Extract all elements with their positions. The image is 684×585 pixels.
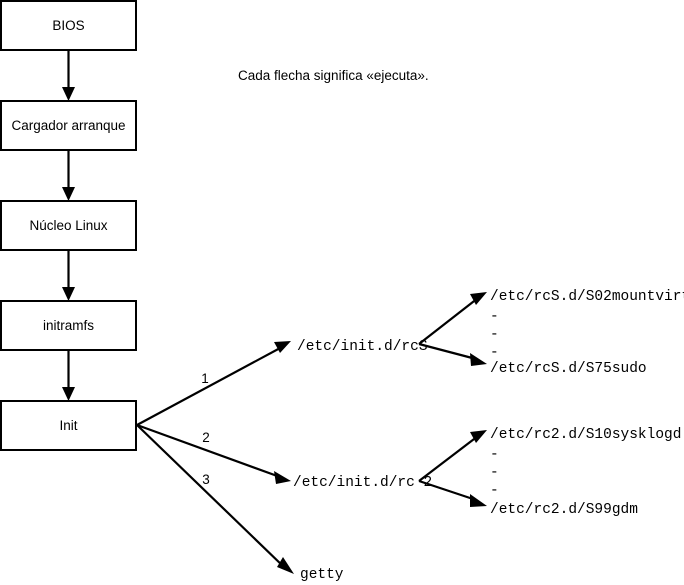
arrowhead-down-icon xyxy=(62,187,75,201)
branch-target-rc2[interactable]: /etc/init.d/rc 2 xyxy=(293,475,432,491)
node-bios[interactable]: BIOS xyxy=(0,0,137,51)
rc2-ellipsis-1: - xyxy=(490,447,499,463)
vertical-arrows-group xyxy=(62,50,75,401)
caption-note: Cada flecha significa «ejecuta». xyxy=(238,68,429,83)
node-kernel[interactable]: Núcleo Linux xyxy=(0,200,137,251)
arrow-bios-to-bootloader xyxy=(62,50,75,101)
rc2-script-last[interactable]: /etc/rc2.d/S99gdm xyxy=(490,502,638,518)
rcS-ellipsis-2: - xyxy=(490,327,499,343)
arrow-kernel-to-initramfs xyxy=(62,250,75,301)
arrowhead-downright-icon xyxy=(470,353,487,366)
node-init[interactable]: Init xyxy=(0,400,137,451)
node-init-box xyxy=(0,400,137,451)
arrowhead-upright-icon xyxy=(470,430,487,443)
rcS-ellipsis-1: - xyxy=(490,309,499,325)
branch-number-1: 1 xyxy=(201,371,209,386)
rc2-arrow-to-last xyxy=(418,479,487,507)
rcS-arrow-to-last xyxy=(418,342,487,366)
branch-3-arrow xyxy=(136,424,294,574)
rcS-arrow-to-first xyxy=(418,292,487,345)
arrowhead-down-icon xyxy=(62,287,75,301)
arrowhead-downright-icon xyxy=(277,557,294,574)
branch-number-2: 2 xyxy=(202,430,210,445)
init-fanout-group: 1 2 3 xyxy=(136,341,294,574)
branch-2-arrow xyxy=(136,423,291,484)
node-kernel-label: Núcleo Linux xyxy=(29,218,107,233)
rc2-ellipsis-3: - xyxy=(490,483,499,499)
arrowhead-upright-icon xyxy=(470,292,487,305)
branch-number-3: 3 xyxy=(202,472,210,487)
node-bootloader-label: Cargador arranque xyxy=(11,118,125,133)
rc2-script-first[interactable]: /etc/rc2.d/S10sysklogd xyxy=(490,427,681,443)
node-initramfs[interactable]: initramfs xyxy=(0,300,137,351)
node-init-label: Init xyxy=(59,418,77,433)
arrowhead-down-icon xyxy=(62,387,75,401)
branch-targets-group: /etc/init.d/rcS /etc/init.d/rc 2 getty xyxy=(293,339,432,583)
node-kernel-box xyxy=(0,200,137,251)
arrow-bootloader-to-kernel xyxy=(62,150,75,201)
arrowhead-down-icon xyxy=(62,87,75,101)
node-bios-box xyxy=(0,0,137,51)
arrowhead-downright-icon xyxy=(274,471,291,484)
boot-chain-group: BIOS Cargador arranque Núcleo Linux init… xyxy=(0,0,137,451)
rcS-group: /etc/rcS.d/S02mountvirtfs - - - /etc/rcS… xyxy=(418,289,684,377)
arrow-initramfs-to-init xyxy=(62,350,75,401)
rcS-ellipsis-3: - xyxy=(490,345,499,361)
branch-target-rcS[interactable]: /etc/init.d/rcS xyxy=(297,339,428,355)
node-bootloader[interactable]: Cargador arranque xyxy=(0,100,137,151)
arrowhead-upright-icon xyxy=(274,341,291,353)
rcS-script-first[interactable]: /etc/rcS.d/S02mountvirtfs xyxy=(490,289,684,305)
branch-1-arrow xyxy=(136,341,291,426)
rcS-script-last[interactable]: /etc/rcS.d/S75sudo xyxy=(490,361,647,377)
rc2-group: /etc/rc2.d/S10sysklogd - - - /etc/rc2.d/… xyxy=(418,427,681,518)
node-initramfs-label: initramfs xyxy=(43,318,94,333)
branch-target-getty[interactable]: getty xyxy=(300,567,344,583)
node-bios-label: BIOS xyxy=(52,18,84,33)
arrowhead-downright-icon xyxy=(470,494,487,507)
rc2-arrow-to-first xyxy=(418,430,487,482)
rc2-ellipsis-2: - xyxy=(490,465,499,481)
